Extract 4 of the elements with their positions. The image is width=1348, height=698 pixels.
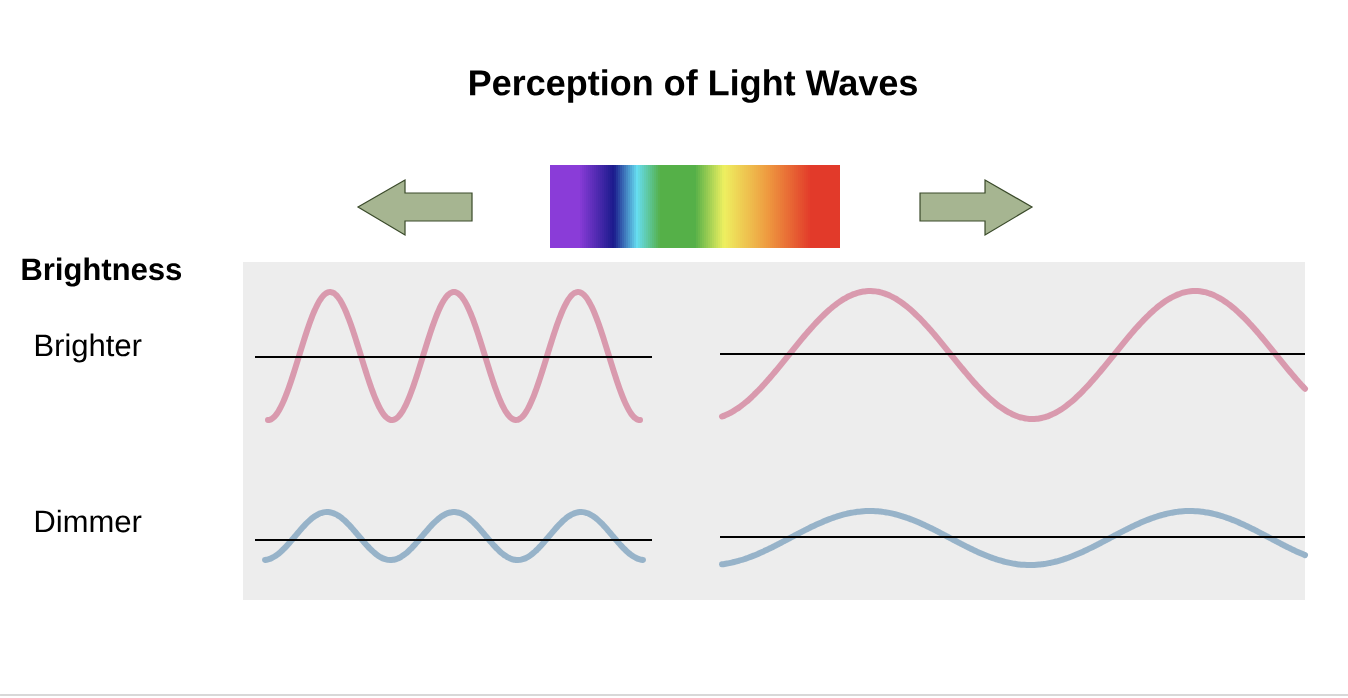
row-label: Brighter (35, 333, 142, 363)
heading-label: Brightness (22, 257, 182, 287)
row-label: Dimmer (35, 509, 142, 533)
title: Perception of Light Waves (470, 69, 917, 103)
